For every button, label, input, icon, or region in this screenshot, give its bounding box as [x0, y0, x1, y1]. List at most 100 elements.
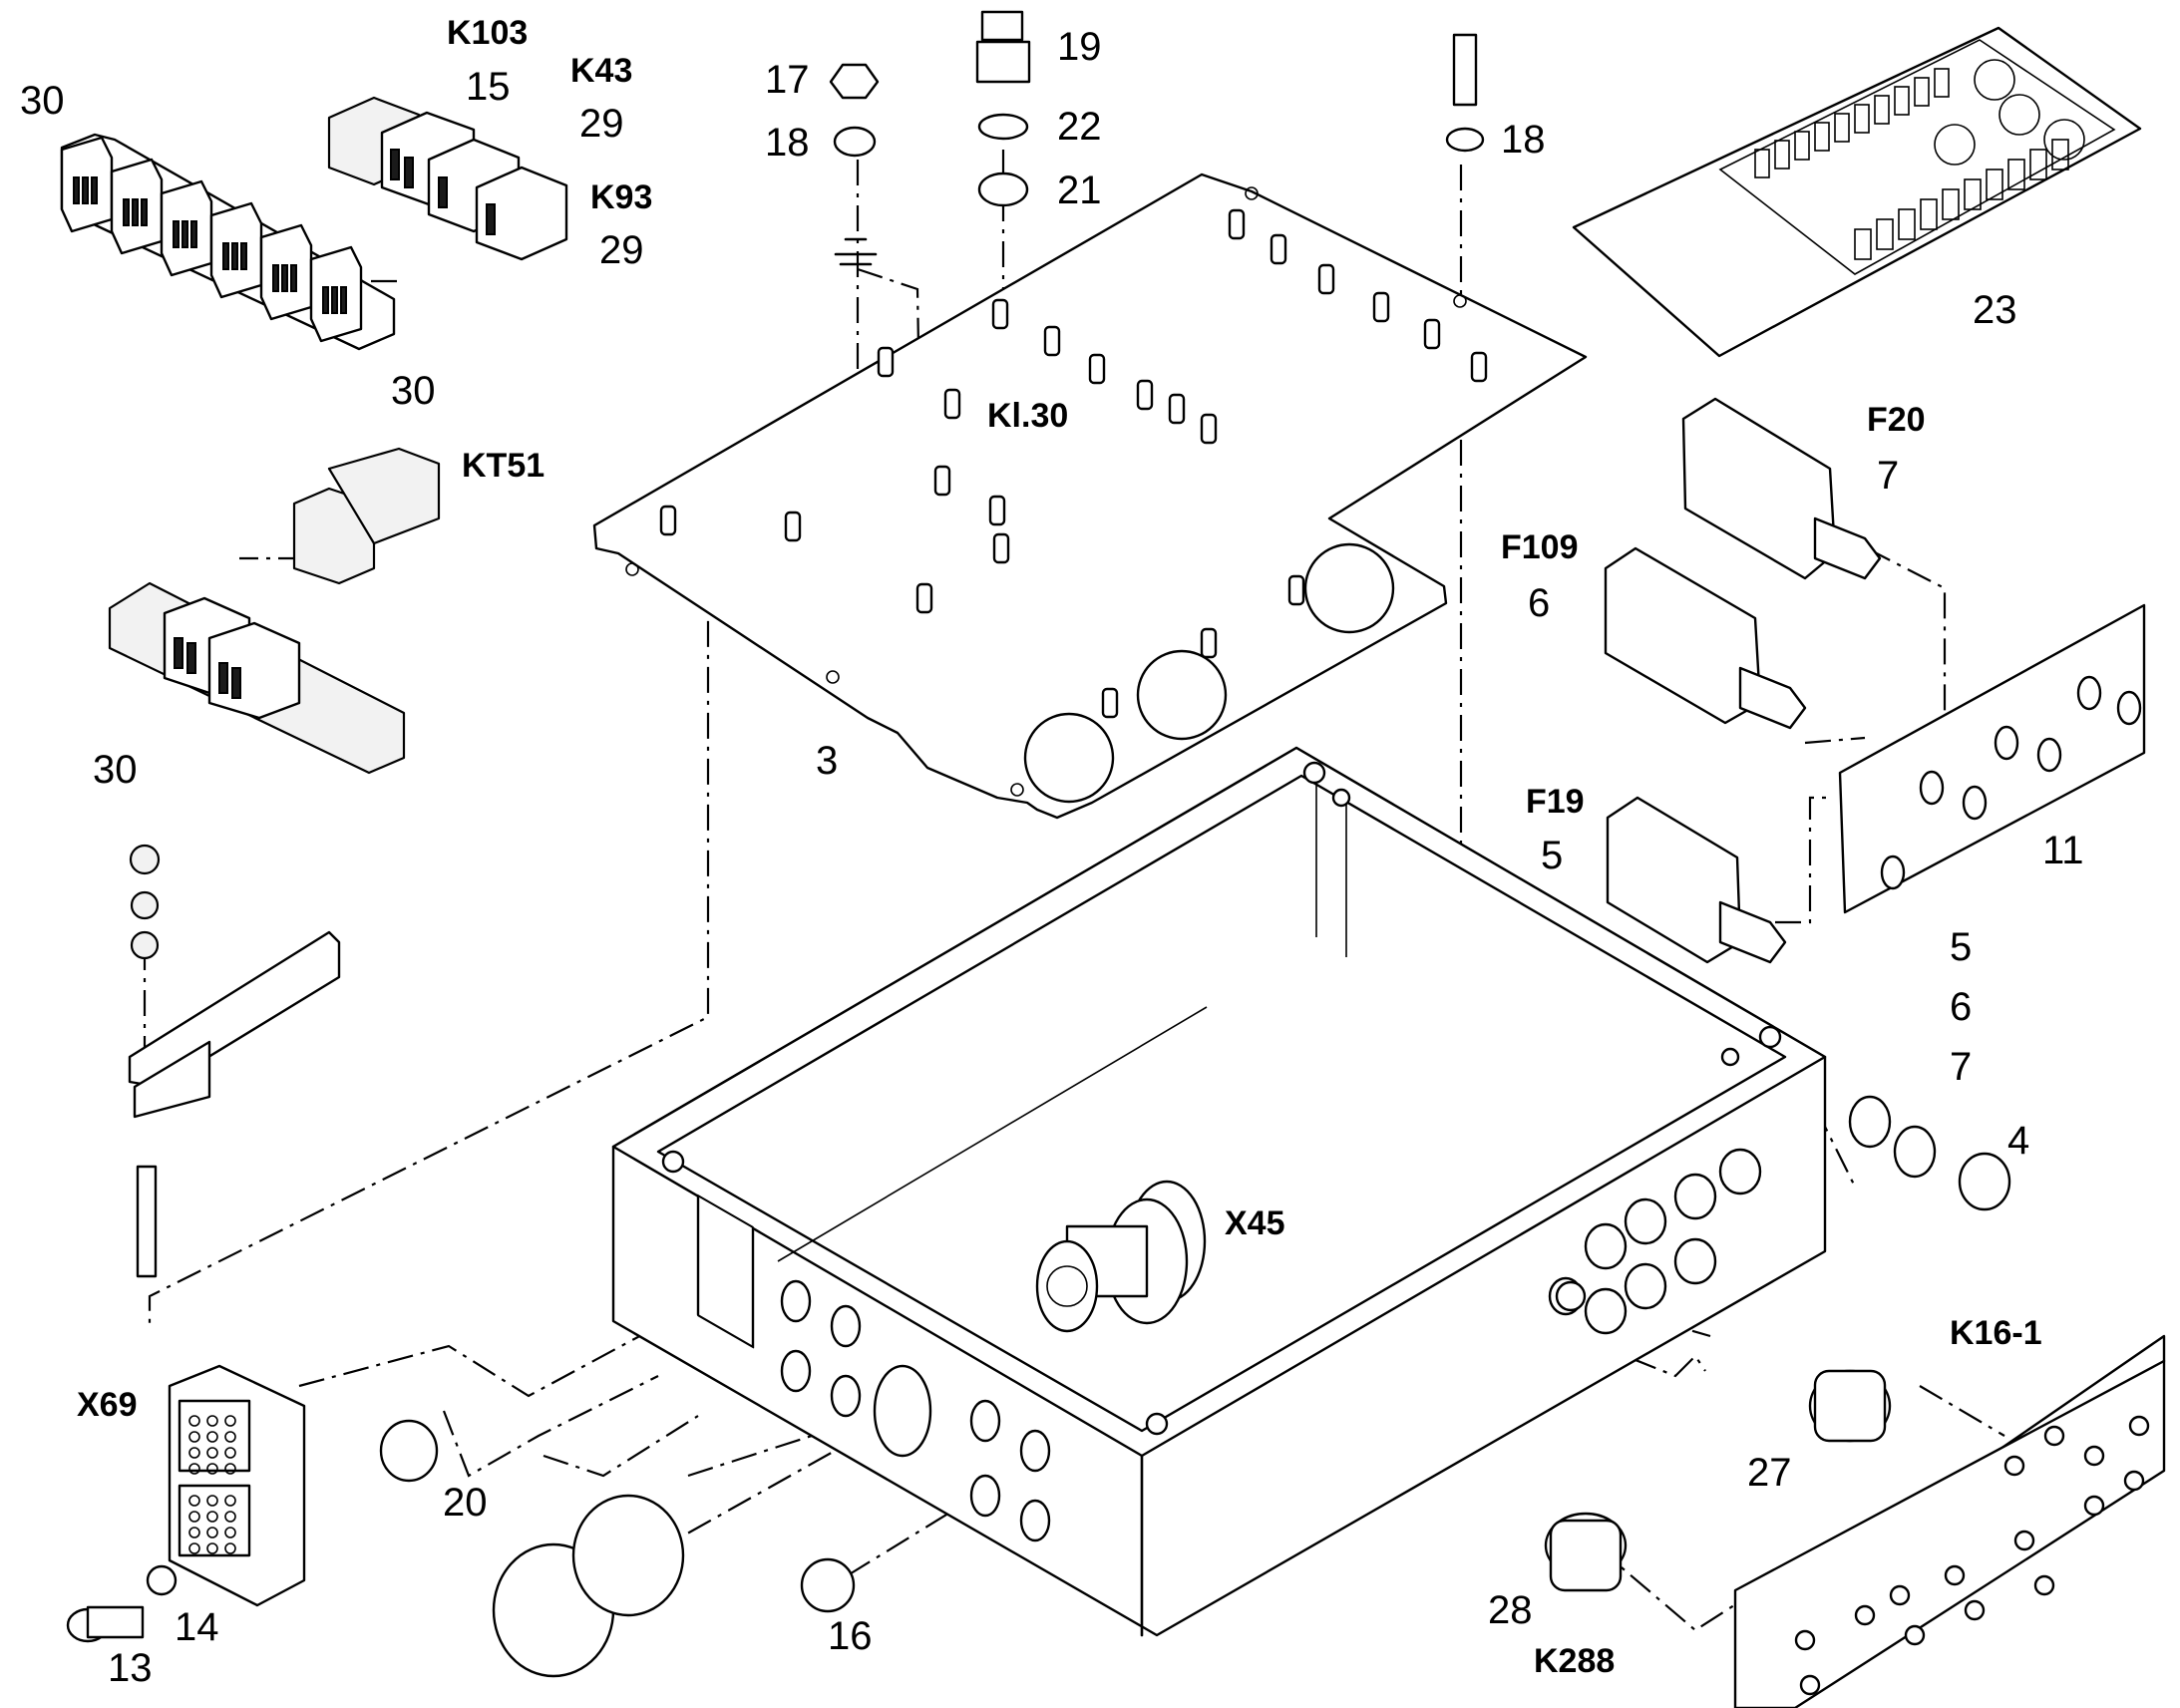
- x45-connector: [1035, 1180, 1207, 1333]
- x69-connector: [168, 1364, 306, 1607]
- socket-slot: [190, 220, 197, 248]
- bolt: [1944, 1564, 1966, 1586]
- nuts-and-cap: [1555, 1095, 2011, 1312]
- socket-slot: [132, 198, 139, 226]
- label-29-a: 29: [579, 102, 624, 146]
- label-15: 15: [466, 65, 511, 109]
- socket-slot: [182, 220, 188, 248]
- label-6-a: 6: [1528, 581, 1550, 625]
- pcb-relay: [1934, 124, 1976, 166]
- panel-11: [1838, 603, 2146, 914]
- pcb-component: [1920, 198, 1938, 230]
- stud: [1136, 379, 1154, 411]
- callout-labels: 30 K103 15 K43 29 K93 29 30 17 18 19 22 …: [20, 14, 2084, 1690]
- pcb-component: [1814, 122, 1830, 152]
- label-18-b: 18: [1501, 118, 1546, 162]
- socket-slot: [73, 176, 80, 204]
- plugs-and-fittings: [66, 1419, 856, 1678]
- pcb-component: [1854, 228, 1872, 260]
- label-17: 17: [765, 58, 810, 102]
- label-29-b: 29: [599, 228, 644, 272]
- pcb-component: [2007, 159, 2025, 190]
- label-27: 27: [1747, 1451, 1792, 1495]
- small-hardware-top: [829, 10, 1485, 266]
- socket-slot: [123, 198, 130, 226]
- stud: [915, 582, 933, 614]
- pin: [188, 1511, 200, 1523]
- stud: [988, 495, 1006, 526]
- pin: [224, 1542, 236, 1554]
- stud: [1423, 318, 1441, 350]
- label-14: 14: [175, 1605, 219, 1649]
- pin: [206, 1463, 218, 1475]
- socket-slot: [173, 220, 180, 248]
- stud: [784, 511, 802, 542]
- pin: [206, 1542, 218, 1554]
- bolt: [2083, 1445, 2105, 1467]
- pin: [206, 1415, 218, 1427]
- pcb-component: [2029, 149, 2047, 180]
- label-k93: K93: [590, 178, 652, 216]
- stud: [943, 388, 961, 420]
- stud: [1088, 353, 1106, 385]
- pin: [206, 1527, 218, 1538]
- pin: [224, 1511, 236, 1523]
- stud: [1270, 233, 1287, 265]
- socket-slot: [141, 198, 148, 226]
- pcb-component: [1964, 178, 1982, 210]
- pin: [224, 1463, 236, 1475]
- pin: [224, 1431, 236, 1443]
- relay-block-mid: [108, 447, 441, 775]
- pcb-component: [1898, 208, 1916, 240]
- pin: [224, 1447, 236, 1459]
- pin: [224, 1495, 236, 1507]
- circuit-board-23: [1572, 26, 2142, 358]
- pcb-component: [1934, 68, 1950, 98]
- pcb-component: [1914, 77, 1930, 107]
- label-k16-1: K16-1: [1950, 1314, 2042, 1352]
- relay-sockets: [60, 136, 363, 343]
- label-21: 21: [1057, 169, 1102, 212]
- stud: [1287, 574, 1305, 606]
- socket-slot: [281, 264, 288, 292]
- stud: [877, 346, 895, 378]
- label-k43: K43: [570, 52, 632, 90]
- enclosure-box: [611, 746, 1827, 1637]
- pin: [188, 1527, 200, 1538]
- label-7-b: 7: [1950, 1045, 1972, 1089]
- label-f109: F109: [1501, 528, 1579, 566]
- pin: [188, 1415, 200, 1427]
- label-30-mid: 30: [391, 369, 436, 413]
- label-3: 3: [816, 739, 838, 783]
- stud: [992, 532, 1010, 564]
- bolt: [2128, 1415, 2150, 1437]
- label-30-lower: 30: [93, 748, 138, 792]
- bolt: [2043, 1425, 2065, 1447]
- pcb-component: [1876, 218, 1894, 250]
- label-5-b: 5: [1950, 925, 1972, 969]
- pcb-component: [1854, 104, 1870, 134]
- bracket-bolts: [1794, 1415, 2150, 1696]
- pcb-relay: [1974, 59, 2015, 101]
- label-30-top: 30: [20, 79, 65, 123]
- bolt: [2033, 1574, 2055, 1596]
- stud: [1168, 393, 1186, 425]
- bolt: [2003, 1455, 2025, 1477]
- pin: [188, 1495, 200, 1507]
- socket-slot: [240, 242, 247, 270]
- label-kt51: KT51: [462, 447, 545, 485]
- pin: [206, 1447, 218, 1459]
- label-19: 19: [1057, 25, 1102, 69]
- pcb-component: [1774, 140, 1790, 170]
- solenoids-and-bracket: [1544, 1334, 2166, 1708]
- label-13: 13: [108, 1646, 153, 1690]
- stud: [991, 298, 1009, 330]
- stud: [1228, 208, 1246, 240]
- label-5-a: 5: [1541, 834, 1563, 877]
- label-6-b: 6: [1950, 985, 1972, 1029]
- stud: [1200, 627, 1218, 659]
- bolt: [1794, 1629, 1816, 1651]
- pcb-components: [1754, 59, 2085, 260]
- socket-slot: [91, 176, 98, 204]
- socket-slot: [290, 264, 297, 292]
